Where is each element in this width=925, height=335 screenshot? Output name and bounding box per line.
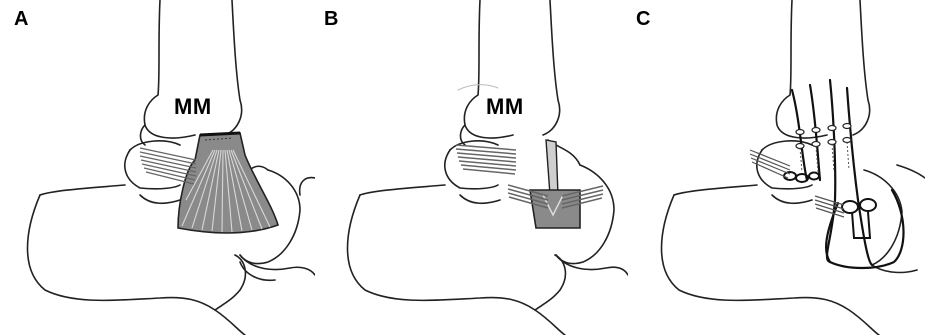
panel-c: C xyxy=(632,0,925,335)
tendon-graft xyxy=(530,140,580,228)
ligament-fibers-b xyxy=(456,145,603,208)
ankle-drawing-c xyxy=(632,0,925,335)
medial-malleolus-label-b: MM xyxy=(486,94,524,120)
ankle-drawing-b xyxy=(318,0,628,335)
panel-label-c: C xyxy=(636,8,650,31)
ligament-fibers-c xyxy=(750,150,844,217)
panel-a: A MM xyxy=(0,0,315,335)
panel-label-b: B xyxy=(324,8,338,31)
panel-label-a: A xyxy=(14,8,28,31)
panel-b: B MM xyxy=(318,0,628,335)
tibiotalar-fibers xyxy=(140,148,196,184)
ankle-drawing-a xyxy=(0,0,315,335)
medial-malleolus-label-a: MM xyxy=(174,94,212,120)
drill-tunnels xyxy=(800,142,849,172)
deltoid-ligament-fan xyxy=(178,133,278,233)
